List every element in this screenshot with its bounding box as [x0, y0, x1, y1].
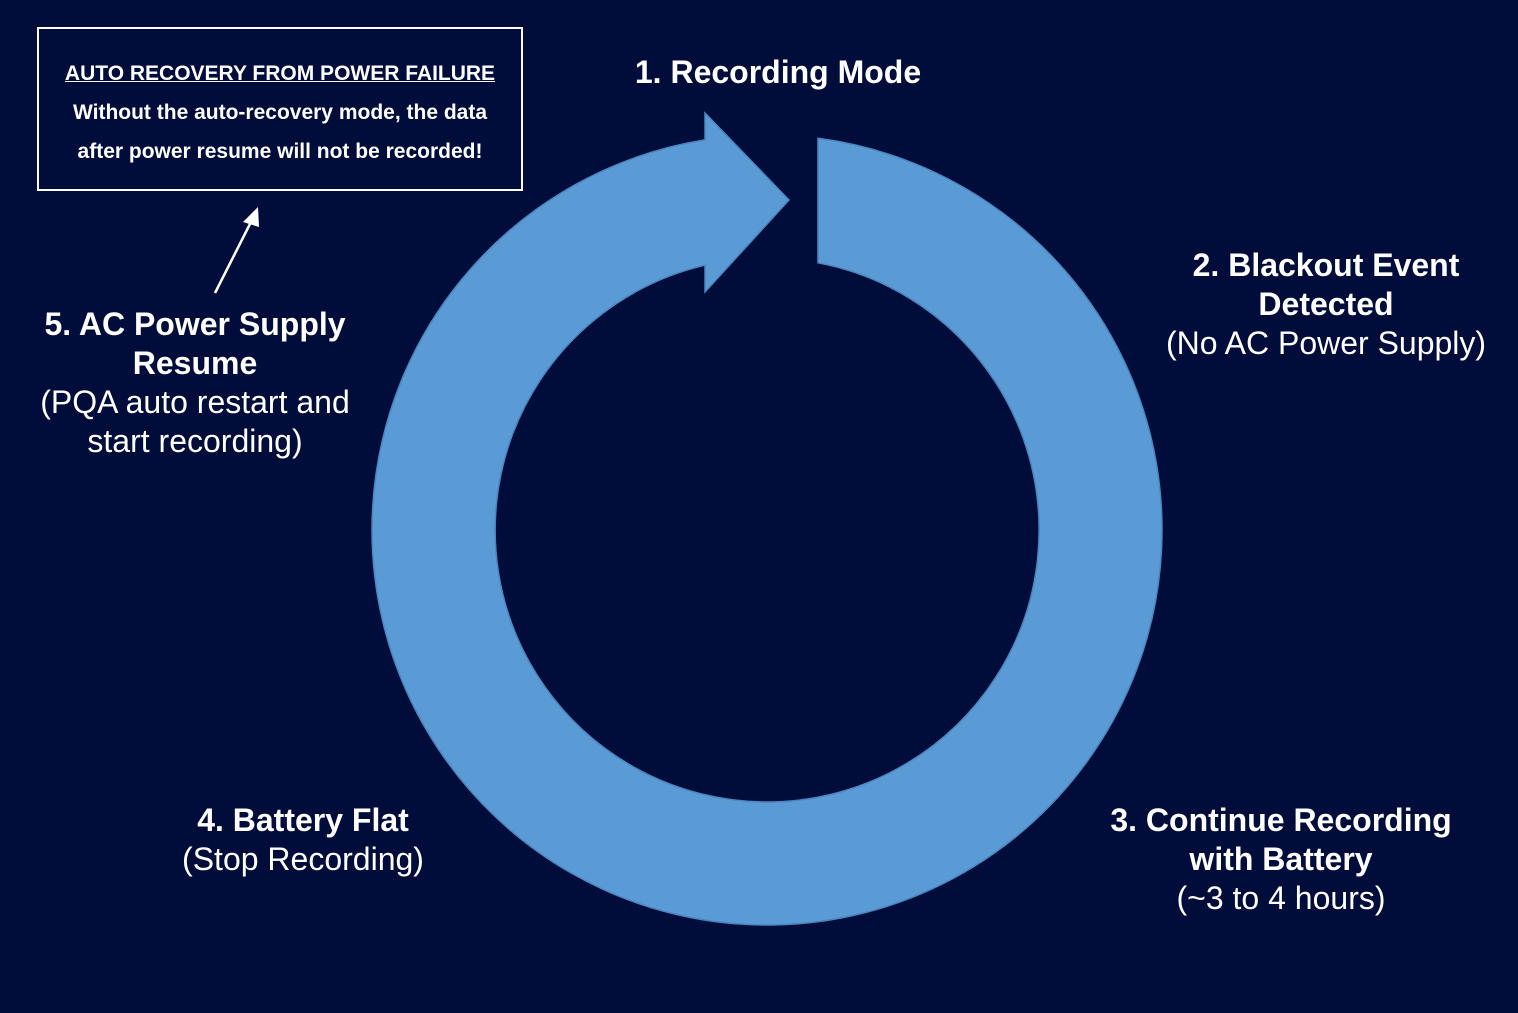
auto-recovery-note: AUTO RECOVERY FROM POWER FAILURE Without…	[37, 27, 523, 191]
note-line-1: Without the auto-recovery mode, the data	[72, 101, 488, 124]
step-5-label: 5. AC Power Supply Resume (PQA auto rest…	[40, 306, 350, 459]
note-title: AUTO RECOVERY FROM POWER FAILURE	[64, 62, 496, 85]
note-line-2: after power resume will not be recorded!	[77, 140, 483, 163]
step-2-label: 2. Blackout Event Detected (No AC Power …	[1165, 247, 1487, 361]
pointer-arrow-icon	[213, 207, 259, 294]
circular-arrow-icon	[371, 111, 1163, 926]
step-1-label: 1. Recording Mode	[634, 54, 922, 90]
step-4-label: 4. Battery Flat (Stop Recording)	[182, 802, 424, 877]
step-3-label: 3. Continue Recording with Battery (~3 t…	[1110, 802, 1452, 916]
